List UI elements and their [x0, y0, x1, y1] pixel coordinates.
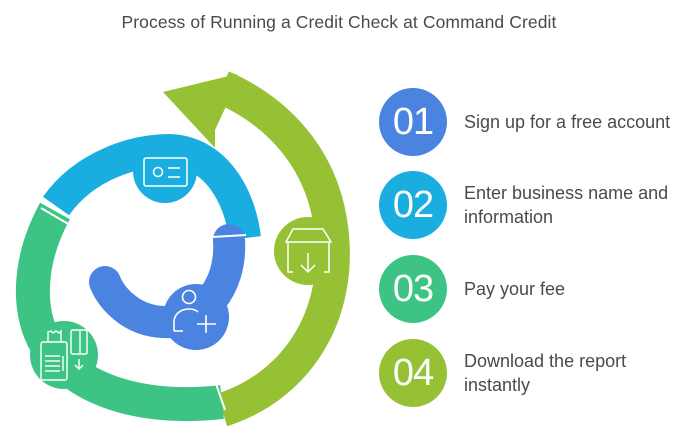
step-3: 03 Pay your fee	[379, 255, 678, 323]
step-label: Sign up for a free account	[464, 112, 671, 132]
step-number-badge: 03	[379, 255, 447, 323]
page-title: Process of Running a Credit Check at Com…	[121, 12, 557, 32]
user-add-icon	[173, 289, 216, 333]
arrowhead	[163, 74, 237, 148]
step-2: 02 Enter business name and information	[379, 171, 678, 239]
step-1: 01 Sign up for a free account	[379, 88, 678, 156]
step-label: Download the report instantly	[464, 351, 627, 395]
step-4: 04 Download the report instantly	[379, 339, 678, 407]
payment-terminal-card-icon	[40, 329, 88, 381]
step-number-badge: 04	[379, 339, 447, 407]
step-label: Enter business name and information	[464, 183, 669, 227]
step-number-badge: 02	[379, 171, 447, 239]
step-label: Pay your fee	[464, 279, 566, 299]
id-card-icon	[143, 157, 188, 187]
step-number-badge: 01	[379, 88, 447, 156]
box-download-icon	[284, 228, 333, 274]
